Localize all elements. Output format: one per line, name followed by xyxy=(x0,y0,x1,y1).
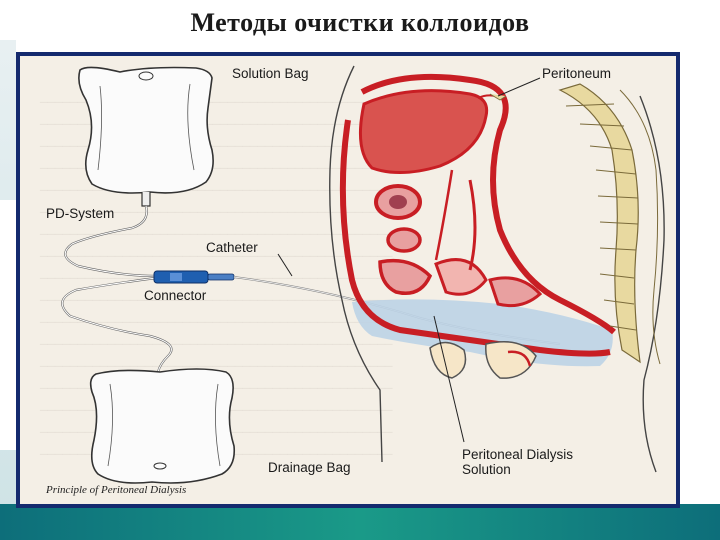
slide-bottom-bar xyxy=(0,504,720,540)
label-connector: Connector xyxy=(144,288,207,303)
slide-left-panel xyxy=(0,200,18,450)
peritoneum-leader xyxy=(497,77,541,97)
outflow-tube-highlight xyxy=(61,277,172,373)
solution-leader xyxy=(433,315,465,443)
label-peritoneum: Peritoneum xyxy=(542,66,612,81)
label-solution-bag: Solution Bag xyxy=(232,66,309,81)
spine xyxy=(558,83,661,365)
drainage-bag xyxy=(89,368,236,484)
solution-bag xyxy=(78,66,214,207)
label-drainage-bag: Drainage Bag xyxy=(268,460,351,475)
label-pd-system: PD-System xyxy=(46,206,115,221)
label-dialysis-solution-2: Solution xyxy=(462,462,511,477)
diagram-caption: Principle of Peritoneal Dialysis xyxy=(46,484,187,496)
catheter-leader xyxy=(277,253,293,277)
slide-title: Методы очистки коллоидов xyxy=(190,8,530,37)
abdomen-cross-section xyxy=(329,65,665,473)
inflow-tube-highlight xyxy=(64,205,157,277)
connector xyxy=(153,270,235,284)
label-catheter: Catheter xyxy=(206,240,258,255)
label-dialysis-solution-1: Peritoneal Dialysis xyxy=(462,447,574,462)
